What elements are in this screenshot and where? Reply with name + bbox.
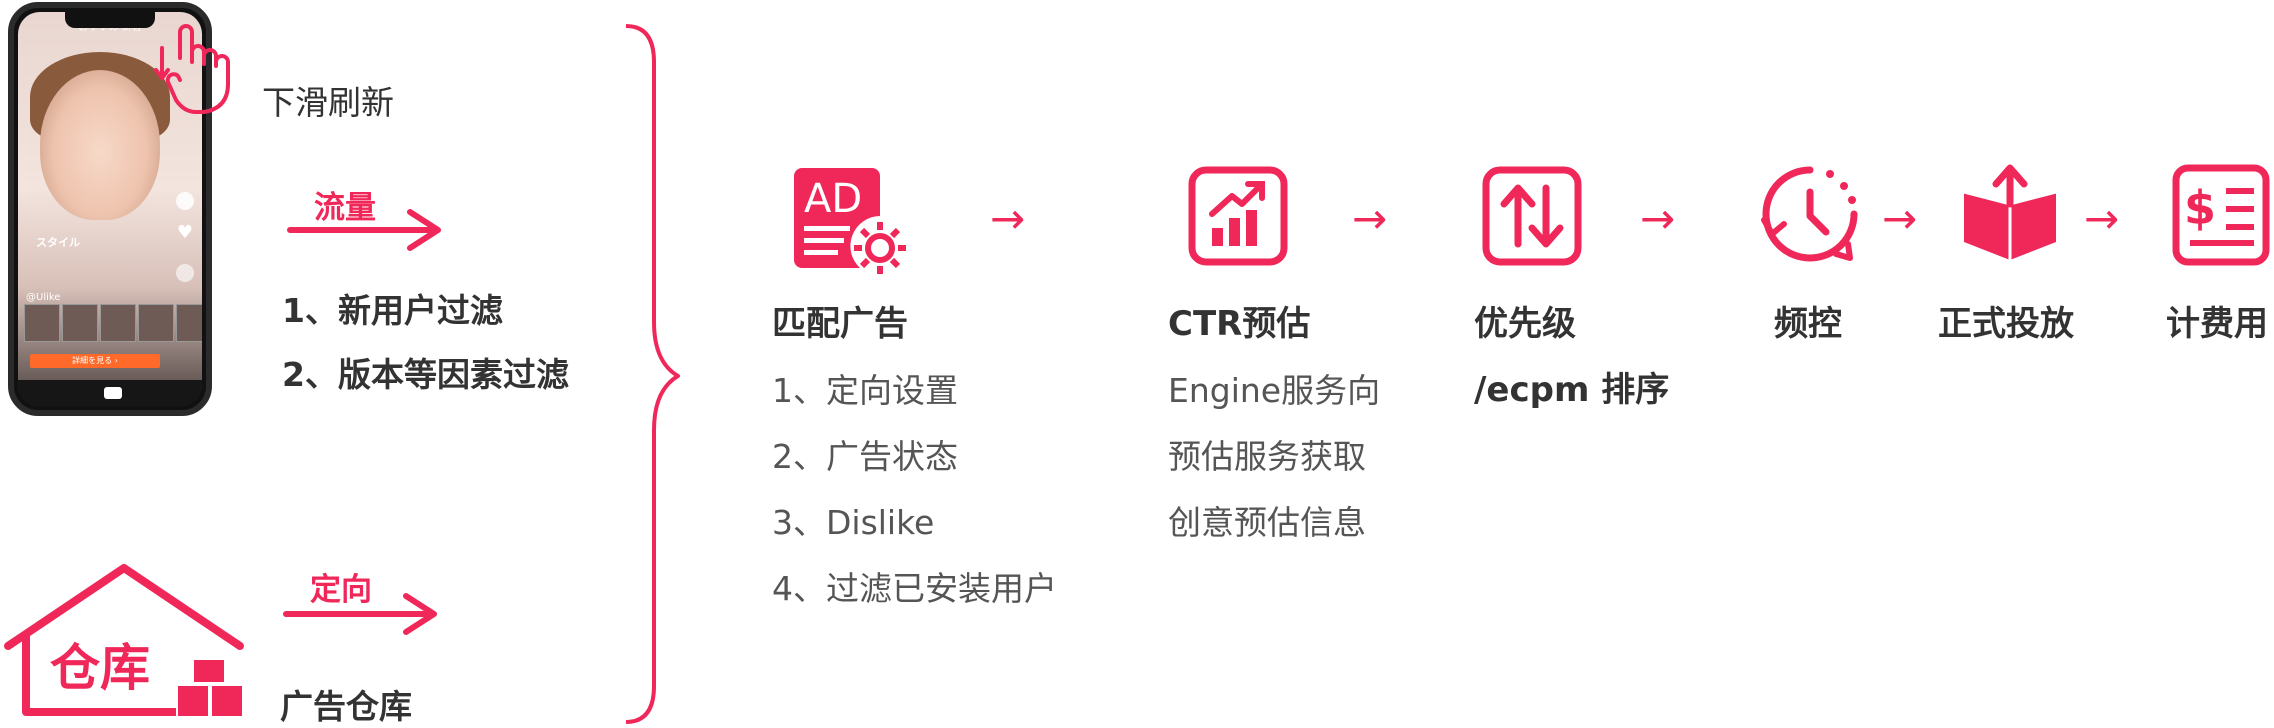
- growth-chart-icon: [1188, 166, 1288, 266]
- pipeline-arrow-5: →: [2084, 194, 2120, 243]
- traffic-arrow: [287, 209, 441, 251]
- phone-thumbnail[interactable]: [24, 304, 60, 342]
- phone-thumbnail[interactable]: [100, 304, 136, 342]
- pipeline-arrow-2: →: [1352, 194, 1388, 243]
- targeting-label: 定向: [310, 572, 372, 608]
- phone-notch: [65, 12, 155, 28]
- phone-thumbnail-strip: [24, 304, 202, 342]
- pipeline-arrow-3: →: [1640, 194, 1676, 243]
- step-ctr-item: 预估服务获取: [1168, 437, 1366, 476]
- pipeline-arrow-4: →: [1882, 194, 1918, 243]
- phone-screen: おすすめ 新着 スタイル ♥ @Ulike 詳細を見る ›: [18, 12, 202, 406]
- phone-username[interactable]: @Ulike: [26, 292, 61, 303]
- step-match-ad-item: 3、Dislike: [772, 503, 935, 542]
- phone-cta-button[interactable]: 詳細を見る ›: [30, 354, 160, 368]
- swipe-hand-icon: [154, 24, 230, 114]
- step-ctr-item: 创意预估信息: [1168, 503, 1366, 542]
- step-match-ad-title: 匹配广告: [772, 304, 908, 344]
- billing-icon: $: [2172, 164, 2270, 266]
- sort-arrows-icon: [1482, 166, 1582, 266]
- phone-plus-icon[interactable]: [104, 387, 122, 399]
- delivery-box-icon: [1963, 164, 2057, 260]
- step-match-ad-item: 2、广告状态: [772, 437, 958, 476]
- warehouse-icon: [4, 564, 244, 716]
- targeting-arrow: [283, 593, 437, 635]
- phone-comment-icon[interactable]: [176, 264, 194, 282]
- pipeline-arrow-1: →: [990, 194, 1026, 243]
- ad-settings-icon: AD: [794, 168, 906, 274]
- phone-thumbnail[interactable]: [176, 304, 202, 342]
- traffic-filter-1: 1、新用户过滤: [282, 291, 503, 330]
- warehouse-label: 广告仓库: [280, 687, 412, 726]
- phone-thumbnail[interactable]: [62, 304, 98, 342]
- traffic-filter-2: 2、版本等因素过滤: [282, 355, 569, 394]
- step-launch-title: 正式投放: [1938, 304, 2074, 344]
- step-priority-subtitle: /ecpm 排序: [1474, 370, 1670, 410]
- svg-text:$: $: [2184, 181, 2216, 235]
- step-billing-title: 计费用: [2166, 304, 2268, 344]
- phone-face-shape: [40, 70, 160, 220]
- swipe-refresh-label: 下滑刷新: [262, 84, 394, 121]
- curly-brace: [625, 24, 680, 724]
- clock-refresh-icon: [1761, 166, 1858, 262]
- step-ctr-item: Engine服务向: [1168, 371, 1381, 410]
- step-ctr-title: CTR预估: [1168, 304, 1311, 344]
- phone-bottom-nav: [18, 380, 202, 406]
- step-priority-title: 优先级: [1474, 304, 1576, 344]
- step-match-ad-item: 4、过滤已安装用户: [772, 569, 1057, 608]
- step-match-ad-item: 1、定向设置: [772, 371, 958, 410]
- step-frequency-title: 频控: [1774, 304, 1842, 344]
- phone-caption-tag: スタイル: [36, 236, 80, 249]
- svg-text:AD: AD: [804, 176, 862, 222]
- phone-mockup: おすすめ 新着 スタイル ♥ @Ulike 詳細を見る ›: [8, 2, 212, 416]
- phone-heart-icon[interactable]: ♥: [176, 222, 194, 243]
- warehouse-sign: 仓库: [50, 639, 150, 697]
- phone-thumbnail[interactable]: [138, 304, 174, 342]
- phone-profile-icon[interactable]: [176, 192, 194, 210]
- traffic-label: 流量: [314, 190, 376, 226]
